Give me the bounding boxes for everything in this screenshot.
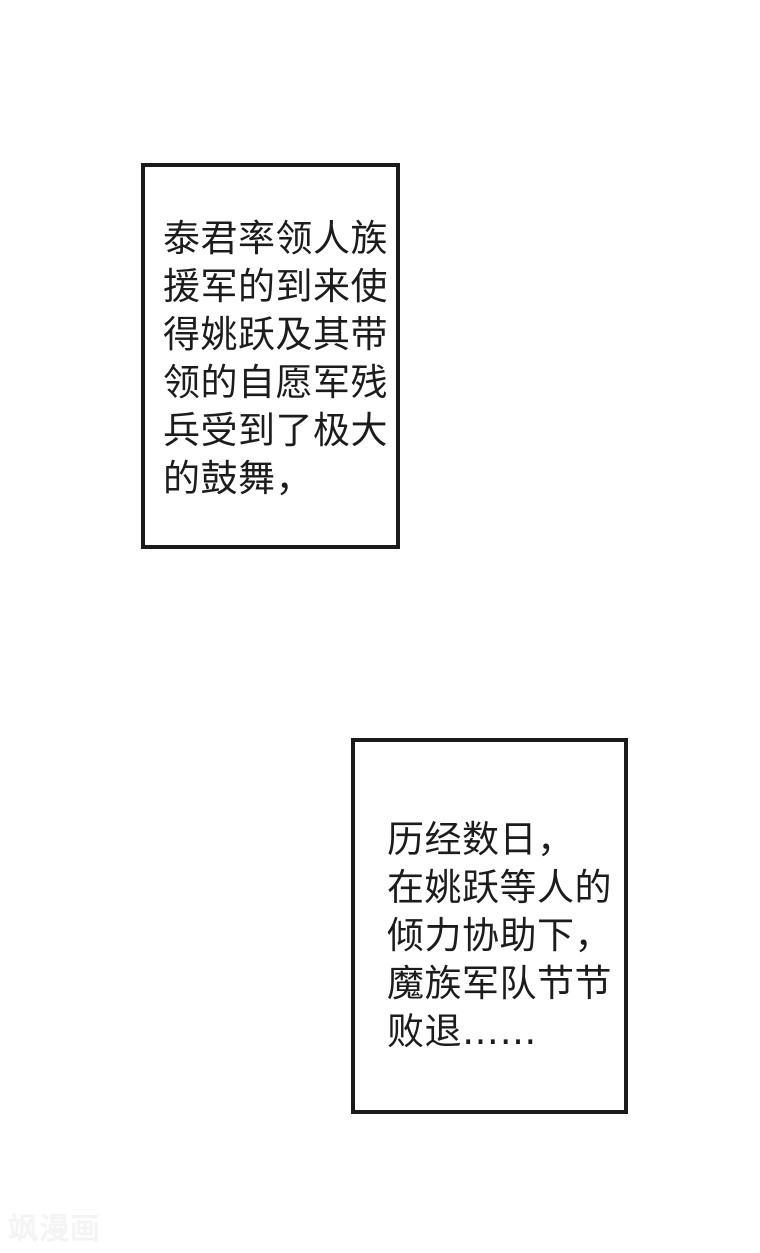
narration-caption-text-2: 历经数日， 在姚跃等人的 倾力协助下， 魔族军队节节 败退…… (387, 818, 612, 1053)
watermark-label: 飒漫画 (8, 1212, 101, 1247)
narration-caption-box-2: 历经数日， 在姚跃等人的 倾力协助下， 魔族军队节节 败退…… (351, 738, 628, 1114)
narration-caption-box-1: 泰君率领人族 援军的到来使 得姚跃及其带 领的自愿军残 兵受到了极大 的鼓舞， (141, 163, 400, 549)
narration-caption-text-1: 泰君率领人族 援军的到来使 得姚跃及其带 领的自愿军残 兵受到了极大 的鼓舞， (163, 217, 388, 500)
